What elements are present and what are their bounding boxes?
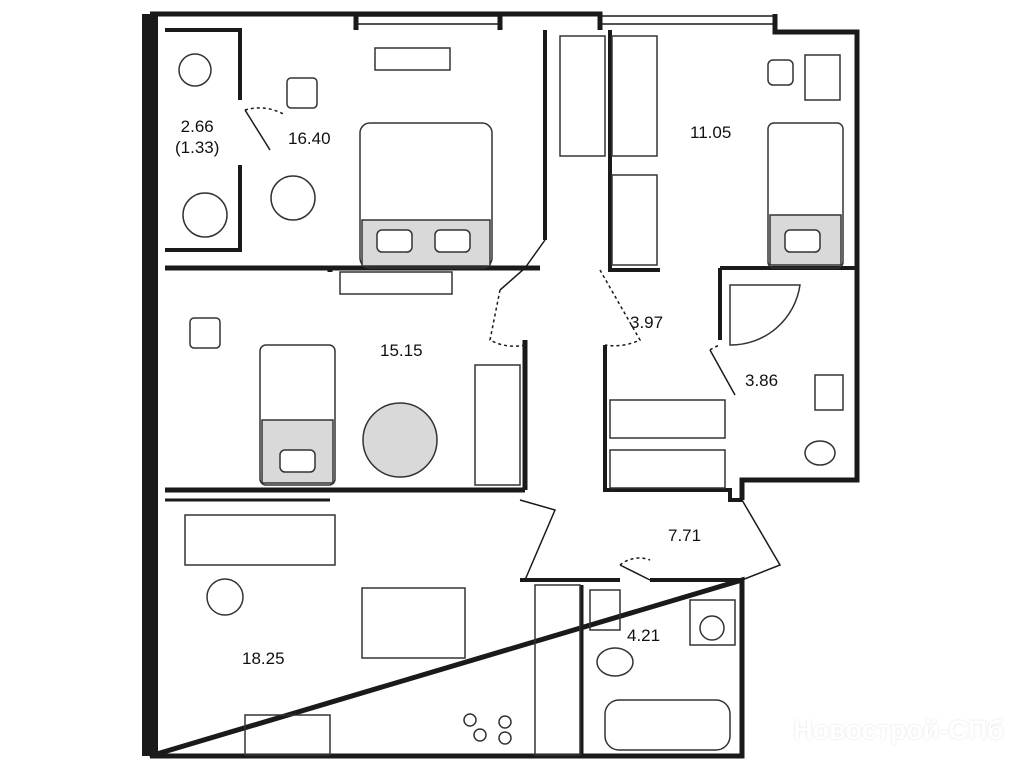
desk xyxy=(804,54,841,101)
walls xyxy=(142,11,860,759)
room-area-hall-2: 7.71 xyxy=(668,526,702,545)
bathtub xyxy=(604,699,731,751)
dining-table xyxy=(361,587,466,659)
double-bed xyxy=(359,122,493,269)
shower-icon xyxy=(729,284,801,346)
plant-icon xyxy=(178,53,212,87)
single-bed xyxy=(767,122,844,269)
area-value: 2.66 xyxy=(180,117,214,136)
room-area-bathroom-2: 4.21 xyxy=(627,626,661,645)
room-area-hall-1: 3.97 xyxy=(630,313,664,332)
room-area-bathroom-1: 3.86 xyxy=(745,371,779,390)
room-area-bedroom-3: 15.15 xyxy=(380,341,423,360)
room-area-kitchen-living: 18.25 xyxy=(242,649,285,668)
room-area-bedroom-1: 16.40 xyxy=(288,129,331,148)
room-area-balcony: 2.66 (1.33) xyxy=(175,116,219,158)
furniture xyxy=(178,35,844,756)
room-area-bedroom-2: 11.05 xyxy=(690,123,732,142)
sofa xyxy=(184,514,336,566)
armchair-icon xyxy=(182,192,228,238)
toilet-icon xyxy=(804,440,836,466)
armchair-icon xyxy=(270,175,316,221)
area-sub-value: (1.33) xyxy=(175,138,220,157)
rug-icon xyxy=(362,402,438,478)
doors xyxy=(244,107,782,581)
watermark: Новострой-СПб xyxy=(793,715,1004,745)
